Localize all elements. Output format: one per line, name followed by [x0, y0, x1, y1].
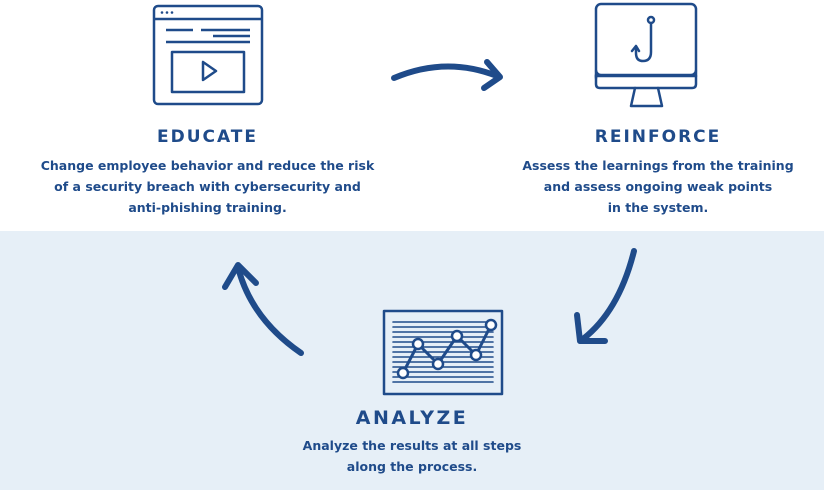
step-description: Analyze the results at all steps along t… — [262, 435, 562, 477]
desc-line: Assess the learnings from the training — [522, 158, 794, 173]
arrow-reinforce-to-analyze — [574, 248, 637, 344]
step-title: EDUCATE — [156, 127, 259, 147]
line-chart-icon — [382, 309, 504, 396]
video-browser-icon — [152, 4, 264, 106]
step-reinforce: REINFORCE Assess the learnings from the … — [490, 127, 824, 218]
desc-line: along the process. — [346, 459, 478, 474]
desc-line: anti-phishing training. — [128, 200, 287, 215]
arrow-educate-to-reinforce — [391, 59, 503, 91]
arrow-analyze-to-educate — [222, 262, 304, 356]
step-description: Assess the learnings from the training a… — [490, 155, 824, 218]
step-title: ANALYZE — [355, 407, 469, 429]
monitor-fishhook-icon — [594, 2, 698, 108]
desc-line: Change employee behavior and reduce the … — [40, 158, 375, 173]
step-title: REINFORCE — [594, 127, 722, 147]
background-band — [0, 231, 824, 490]
desc-line: and assess ongoing weak points — [543, 179, 773, 194]
step-educate: EDUCATE Change employee behavior and red… — [0, 127, 415, 218]
step-analyze: ANALYZE Analyze the results at all steps… — [262, 407, 562, 477]
desc-line: Analyze the results at all steps — [302, 438, 522, 453]
desc-line: in the system. — [607, 200, 709, 215]
desc-line: of a security breach with cybersecurity … — [54, 179, 361, 194]
step-description: Change employee behavior and reduce the … — [0, 155, 415, 218]
